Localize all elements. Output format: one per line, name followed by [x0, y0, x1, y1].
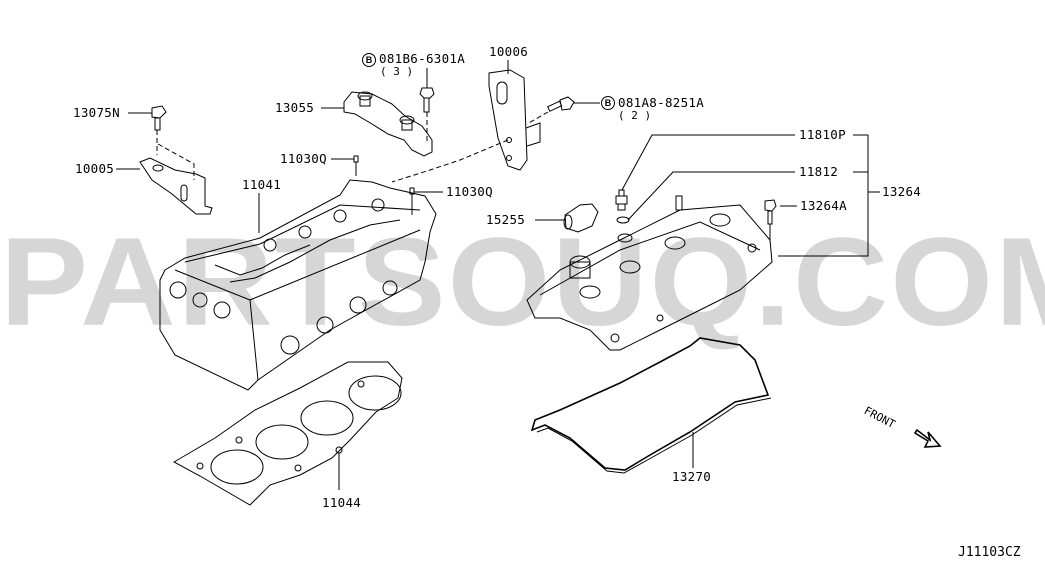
bracket-13055	[343, 91, 433, 157]
bracket-10005	[139, 157, 213, 215]
part-label-13270[interactable]: 13270	[672, 469, 712, 484]
part-qty-081A8: ( 2 )	[618, 109, 652, 122]
part-label-11812[interactable]: 11812	[799, 164, 839, 179]
part-label-13075N[interactable]: 13075N	[73, 105, 120, 120]
part-label-11030Q[interactable]: 11030Q	[446, 184, 493, 199]
front-arrow-icon	[913, 428, 942, 448]
leader-11812	[627, 171, 795, 221]
leader-11810P	[621, 134, 795, 191]
cylinder-head-11041	[159, 179, 437, 391]
part-label-11030Q[interactable]: 11030Q	[280, 151, 327, 166]
leader-lines	[116, 60, 880, 490]
part-label-11041[interactable]: 11041	[242, 177, 282, 192]
part-label-11044[interactable]: 11044	[322, 495, 362, 510]
watermark: PARTSOUQ.COM	[0, 211, 1045, 352]
part-label-11810P[interactable]: 11810P	[799, 127, 846, 142]
part-label-13264A[interactable]: 13264A	[800, 198, 847, 213]
part-label-13264[interactable]: 13264	[882, 184, 922, 199]
diagram-code: J11103CZ	[958, 545, 1021, 560]
part-qty-081B6: ( 3 )	[380, 65, 414, 78]
pcv-valve-11810P	[615, 189, 628, 211]
bolt-13075N	[151, 105, 195, 180]
part-label-081B6-6301A[interactable]: 081B6-6301A	[379, 51, 466, 66]
dowel-11030Q-b	[409, 187, 415, 215]
part-label-081A8-8251A[interactable]: 081A8-8251A	[618, 95, 705, 110]
part-label-10005[interactable]: 10005	[75, 161, 115, 176]
part-label-13055[interactable]: 13055	[275, 100, 315, 115]
part-label-15255[interactable]: 15255	[486, 212, 526, 227]
bolt-marker-b: B	[601, 96, 615, 110]
bolt-marker-b: B	[362, 53, 376, 67]
o-ring-11812	[616, 216, 630, 224]
dowel-11030Q-a	[353, 155, 359, 176]
bolt-081B6	[419, 87, 435, 144]
leader-13264-group	[778, 135, 869, 257]
rocker-cover-13264	[526, 195, 773, 351]
bolt-081A8	[526, 96, 575, 125]
bracket-10006	[391, 69, 541, 183]
head-gasket-11044	[172, 361, 403, 506]
part-label-10006[interactable]: 10006	[489, 44, 529, 59]
rocker-cover-gasket-13270	[530, 337, 772, 474]
bolt-13264A	[764, 199, 777, 242]
oil-cap-15255	[563, 203, 599, 233]
